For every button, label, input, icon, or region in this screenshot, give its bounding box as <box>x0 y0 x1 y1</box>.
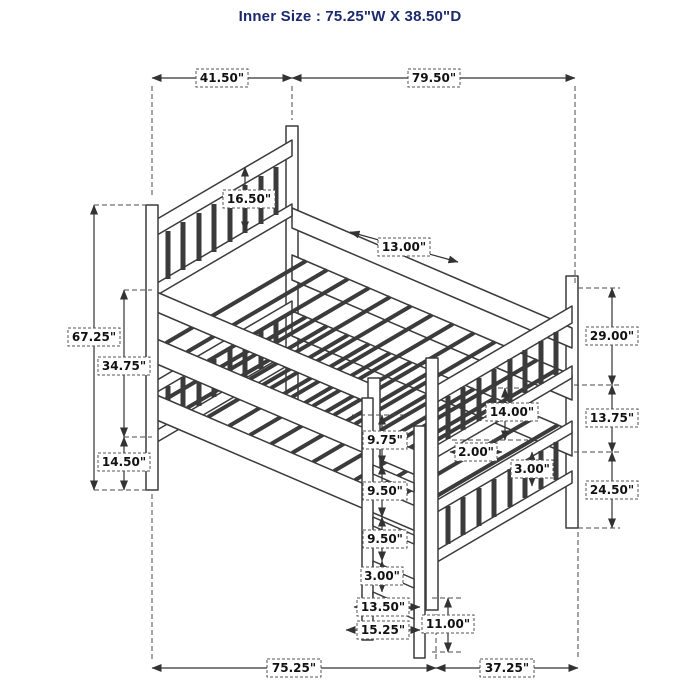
dim-text: 11.00" <box>426 617 470 631</box>
dim-label-top-length: 79.50" <box>407 68 461 88</box>
dim-text: 14.00" <box>490 405 534 419</box>
footboard-lower-slats <box>445 442 559 544</box>
dim-box <box>479 658 535 678</box>
dim-box <box>585 408 639 428</box>
dim-box <box>362 430 408 450</box>
footboard-upper-slats <box>445 332 559 439</box>
dim-box <box>362 481 408 501</box>
dim-label-headboard-top: 16.50" <box>222 189 276 209</box>
dim-box <box>407 68 461 88</box>
dim-text: 3.00" <box>364 569 400 583</box>
dim-text: 14.50" <box>102 455 146 469</box>
dim-label-lower-rail-floor: 14.50" <box>97 452 151 472</box>
dim-box <box>97 356 151 376</box>
dim-box <box>454 442 498 462</box>
front-posts <box>145 204 439 611</box>
footboard <box>431 305 573 566</box>
dim-text: 34.75" <box>102 359 146 373</box>
dim-label-overall-height: 67.25" <box>67 327 121 347</box>
page-title: Inner Size : 75.25"W X 38.50"D <box>238 8 462 25</box>
dim-text: 75.25" <box>272 661 316 675</box>
dim-text: 9.75" <box>367 433 403 447</box>
dim-label-ladder-outer-width: 15.25" <box>356 620 410 640</box>
dim-text: 13.00" <box>382 240 426 254</box>
dim-box <box>485 402 539 422</box>
dim-label-overall-depth: 37.25" <box>479 658 535 678</box>
dim-text: 24.50" <box>590 483 634 497</box>
dim-label-ladder-step-3: 9.50" <box>362 529 408 549</box>
dim-box <box>356 597 410 617</box>
dim-text: 16.50" <box>227 192 271 206</box>
dim-label-rail-thickness: 2.00" <box>454 442 498 462</box>
dim-label-ladder-bottom-step: 3.00" <box>360 566 404 586</box>
dim-label-upper-slat-span: 13.00" <box>377 237 431 257</box>
dim-box <box>97 452 151 472</box>
dim-box <box>362 529 408 549</box>
dim-label-guardrail-height: 34.75" <box>97 356 151 376</box>
dim-box <box>377 237 431 257</box>
dim-text: 67.25" <box>72 330 116 344</box>
dim-label-footboard-rail: 3.00" <box>510 459 554 479</box>
dim-label-foot-clearance: 11.00" <box>421 614 475 634</box>
footboard-front-post <box>425 357 439 611</box>
dim-label-ladder-inner-width: 13.50" <box>356 597 410 617</box>
dimension-labels: 41.50" 79.50" 16.50" 13.00" 67.25" 34.75… <box>67 68 639 678</box>
dim-label-top-depth: 41.50" <box>195 68 249 88</box>
headboard-front-post <box>145 204 159 491</box>
dim-text: 13.50" <box>361 600 405 614</box>
dim-box <box>510 459 554 479</box>
dim-label-ladder-step-1: 9.75" <box>362 430 408 450</box>
dim-label-overall-width: 75.25" <box>266 658 322 678</box>
dim-text: 29.00" <box>590 329 634 343</box>
dim-text: 2.00" <box>458 445 494 459</box>
dim-text: 41.50" <box>200 71 244 85</box>
dim-box <box>356 620 410 640</box>
dim-box <box>222 189 276 209</box>
dim-text: 37.25" <box>485 661 529 675</box>
dim-text: 13.75" <box>590 411 634 425</box>
dim-label-footboard-lower: 24.50" <box>585 480 639 500</box>
dim-label-footboard-panel: 14.00" <box>485 402 539 422</box>
dim-box <box>67 327 121 347</box>
dim-text: 79.50" <box>412 71 456 85</box>
dim-text: 3.00" <box>514 462 550 476</box>
dim-box <box>195 68 249 88</box>
dim-box <box>421 614 475 634</box>
dim-box <box>585 326 639 346</box>
dim-box <box>266 658 322 678</box>
dim-text: 15.25" <box>361 623 405 637</box>
dim-label-footboard-mid: 13.75" <box>585 408 639 428</box>
dim-label-ladder-step-2: 9.50" <box>362 481 408 501</box>
dim-text: 9.50" <box>367 532 403 546</box>
dim-box <box>585 480 639 500</box>
dim-box <box>360 566 404 586</box>
dim-label-footboard-upper: 29.00" <box>585 326 639 346</box>
dim-text: 9.50" <box>367 484 403 498</box>
